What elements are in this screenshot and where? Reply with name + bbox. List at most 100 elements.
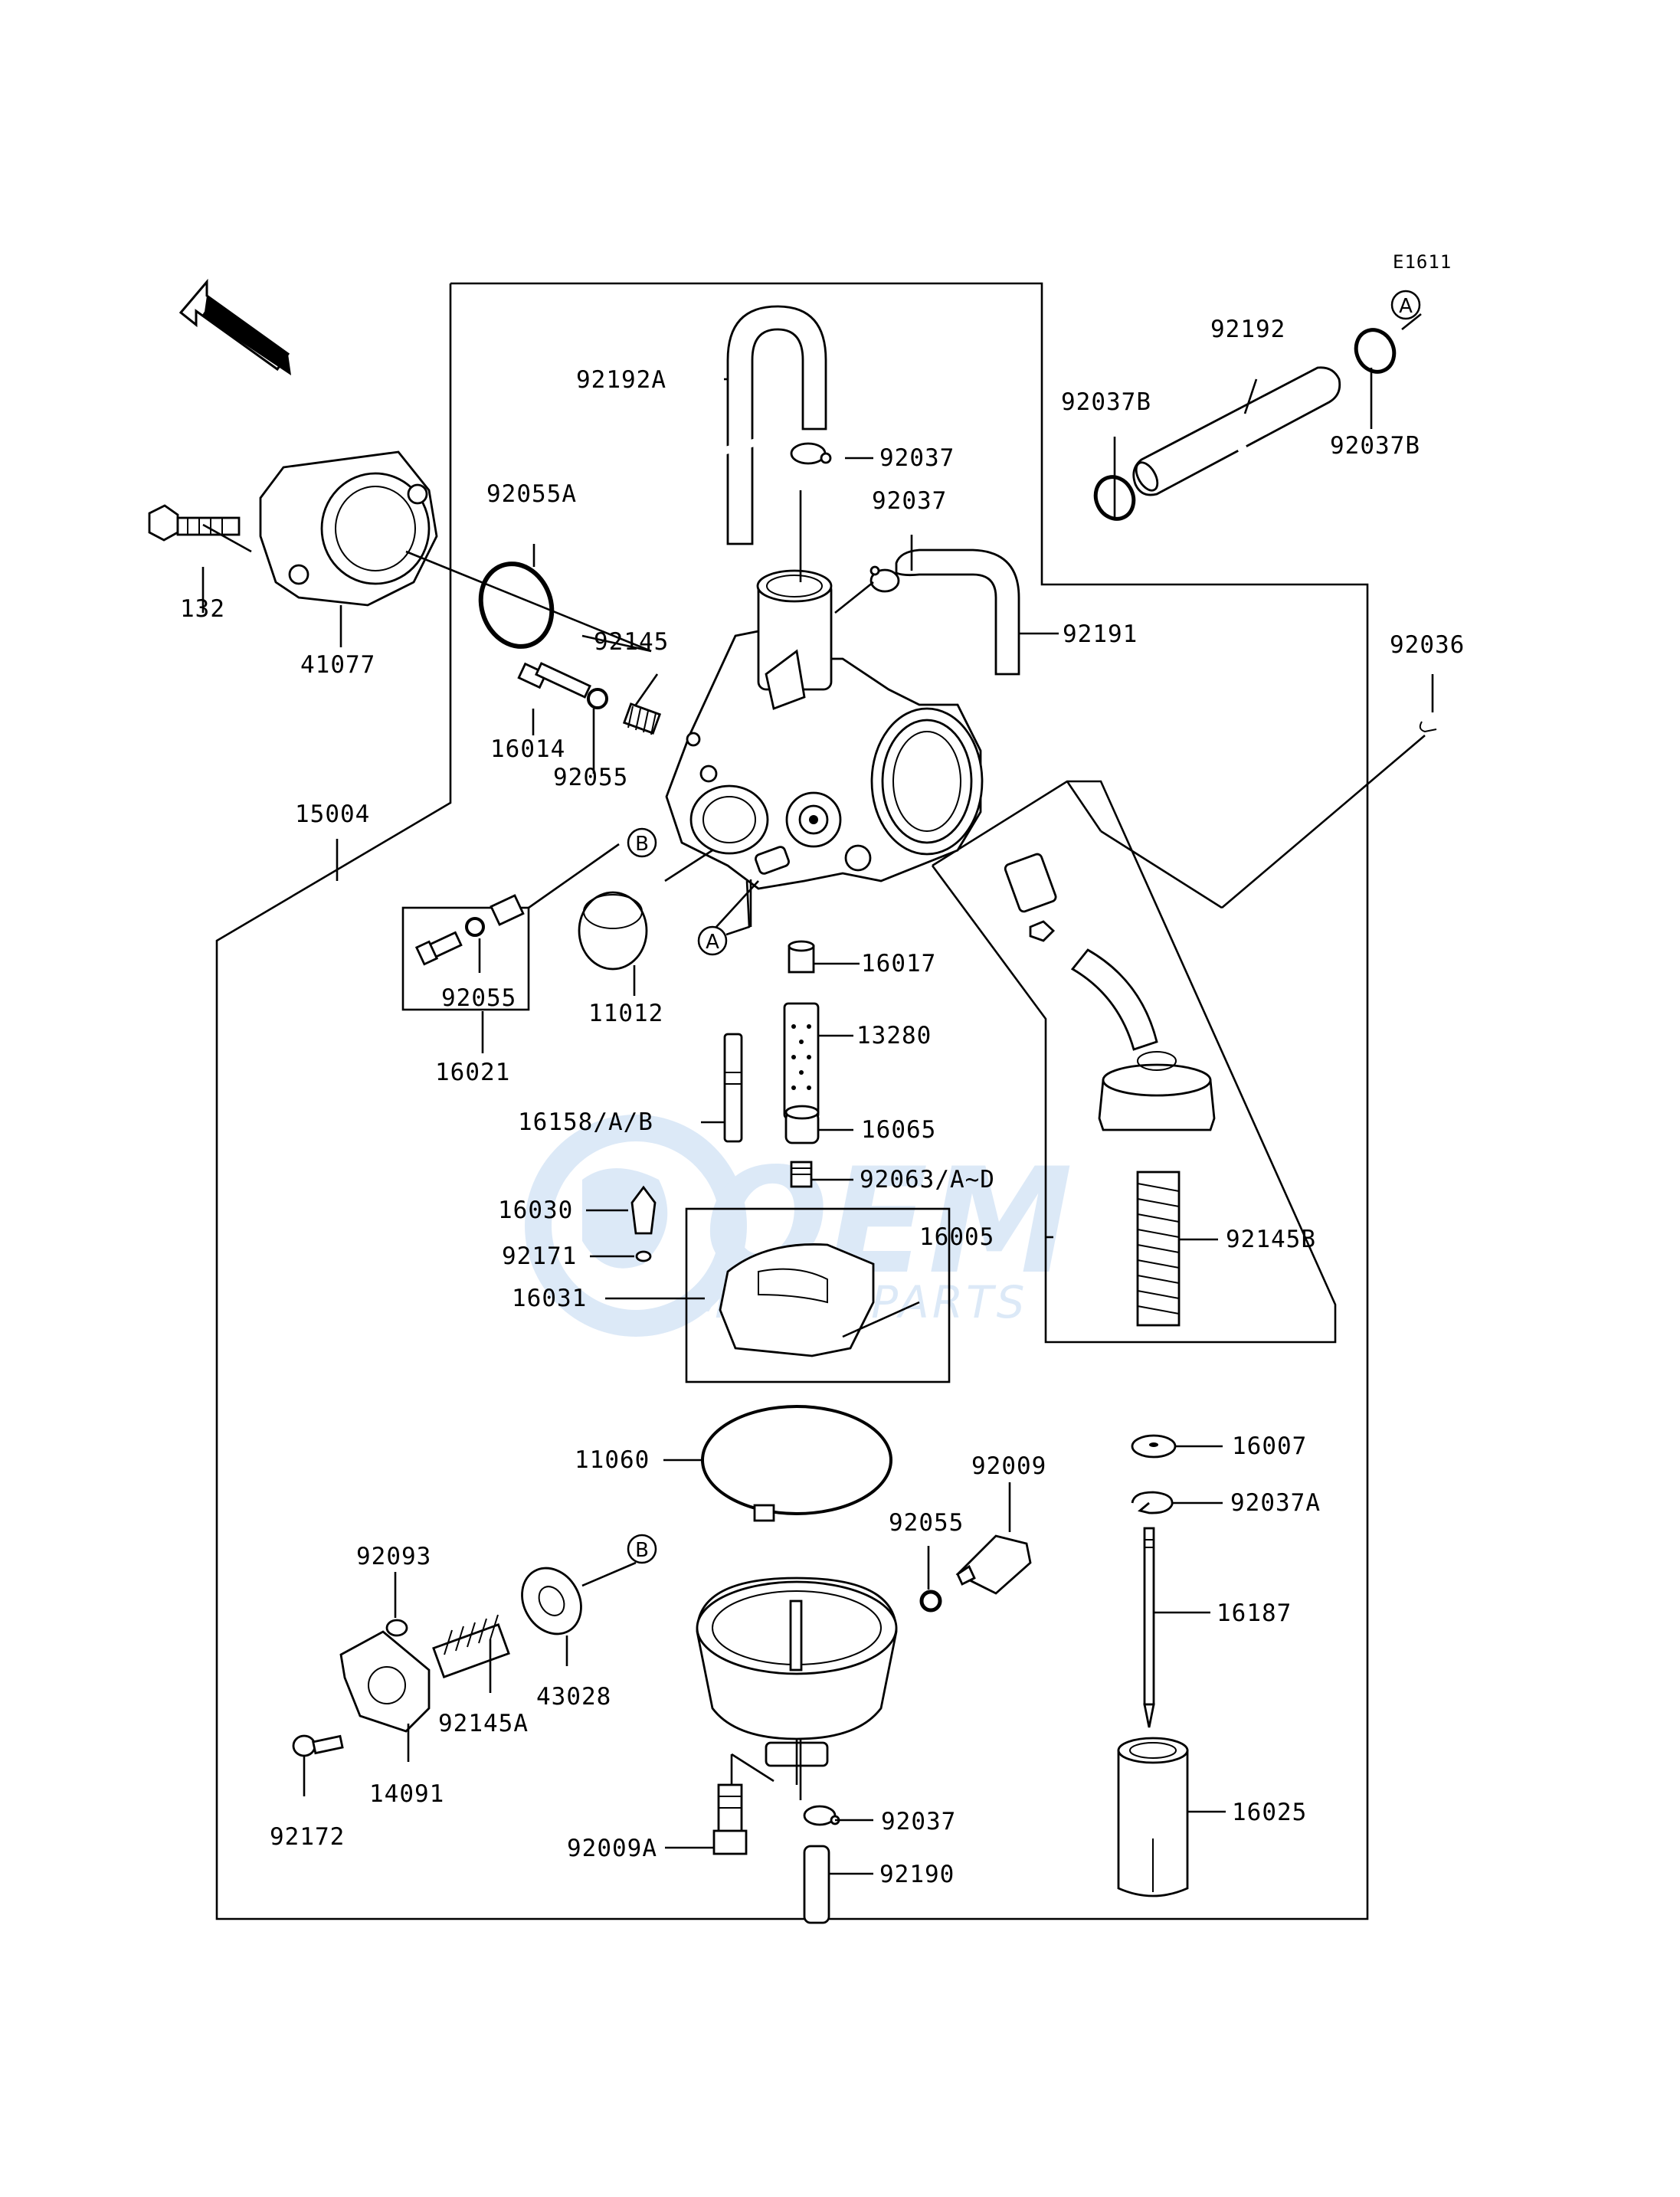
hose-92192A (719, 305, 827, 545)
watermark: OEM MOTORPARTS (525, 1115, 1073, 1337)
label-92037B-left: 92037B (1061, 388, 1151, 416)
label-16021: 16021 (435, 1059, 510, 1086)
label-92190: 92190 (879, 1861, 955, 1888)
label-92145A: 92145A (438, 1710, 529, 1737)
seat-16007 (1131, 1434, 1177, 1459)
air-screw-16021 (414, 894, 525, 966)
label-16158: 16158/A/B (518, 1108, 653, 1136)
label-92037-b: 92037 (872, 487, 947, 515)
pilot-screw-16014 (517, 662, 591, 699)
hose-92192 (1132, 366, 1341, 496)
label-11060: 11060 (575, 1446, 650, 1474)
clip-92037-mid (869, 565, 900, 593)
label-92037B-right: 92037B (1330, 432, 1420, 460)
ref-circle-A-top: A (1390, 290, 1421, 320)
clip-92036 (1419, 721, 1437, 733)
label-92192: 92192 (1210, 316, 1285, 343)
ref-B-label-top: B (635, 833, 649, 856)
subassembly-outline-16031 (685, 1207, 951, 1383)
ref-circle-B-bottom: B (627, 1534, 657, 1564)
plunger-cap-16005 (1004, 853, 1216, 1131)
label-11012: 11012 (588, 1000, 663, 1027)
throttle-valve-16025 (1117, 1737, 1189, 1897)
emulsion-tube-13280 (783, 1002, 820, 1120)
ref-B-label-bottom: B (635, 1539, 649, 1562)
hose-92191 (895, 548, 1020, 676)
front-arrow-icon: FRONT (178, 278, 291, 375)
gasket-11060 (701, 1405, 892, 1515)
hose-92190 (803, 1845, 830, 1924)
label-92191: 92191 (1063, 620, 1138, 648)
cover-14091 (339, 1630, 431, 1733)
needle-jet-16065 (784, 1105, 820, 1144)
ref-A-label-top: A (1399, 295, 1413, 318)
label-16025: 16025 (1232, 1799, 1307, 1826)
label-92037-c: 92037 (881, 1808, 956, 1835)
label-41077: 41077 (300, 651, 375, 679)
label-16007: 16007 (1232, 1432, 1307, 1460)
o-ring-92055A (478, 562, 555, 649)
screw-92172 (292, 1734, 344, 1757)
float-16031 (719, 1243, 920, 1357)
diaphragm-43028 (521, 1567, 582, 1635)
label-92172: 92172 (270, 1823, 345, 1851)
label-16031: 16031 (512, 1285, 587, 1312)
o-ring-92055 (587, 688, 608, 709)
pilot-jet-16158 (723, 1033, 743, 1143)
subassembly-outline-16021 (401, 906, 530, 1011)
label-43028: 43028 (536, 1683, 611, 1711)
clip-92037A (1131, 1491, 1174, 1514)
label-15004: 15004 (295, 801, 370, 828)
ref-circle-A-mid: A (697, 880, 751, 956)
subassembly-outline-16005 (931, 780, 1337, 1344)
label-92093: 92093 (356, 1543, 431, 1570)
front-label: FRONT (198, 300, 260, 352)
o-ring-92055-bottom (919, 1590, 942, 1613)
label-16187: 16187 (1217, 1599, 1292, 1627)
clip-92037B-left (1093, 475, 1136, 521)
main-jet-92063 (790, 1161, 813, 1188)
label-92192A: 92192A (576, 366, 666, 394)
label-16030: 16030 (498, 1197, 573, 1224)
label-92145B: 92145B (1226, 1226, 1316, 1253)
label-92145: 92145 (594, 628, 669, 656)
label-16014: 16014 (490, 735, 565, 763)
label-92009A: 92009A (567, 1835, 657, 1862)
screw-92009 (955, 1534, 1032, 1595)
label-92055A: 92055A (486, 480, 577, 508)
bolt-132 (148, 504, 241, 542)
label-92055-mid: 92055 (441, 984, 516, 1012)
label-132: 132 (180, 595, 225, 623)
clip-92037B-right (1354, 328, 1397, 374)
spring-92145A (432, 1614, 510, 1678)
diagram-code: E1611 (1393, 251, 1452, 273)
clip-92037-top (790, 442, 832, 465)
clip-92037-bottom (803, 1805, 840, 1826)
label-14091: 14091 (369, 1780, 444, 1808)
gasket-tab (753, 1504, 775, 1522)
label-16065: 16065 (861, 1116, 936, 1144)
part-labels: 132 41077 92055A 92145 16014 92055 15004… (180, 316, 1465, 1888)
label-16005: 16005 (919, 1223, 994, 1251)
label-92055-bottom: 92055 (889, 1509, 964, 1537)
clip-92171 (635, 1250, 652, 1262)
label-92171: 92171 (502, 1243, 577, 1270)
label-92063: 92063/A~D (860, 1166, 995, 1193)
cap-11012 (578, 891, 648, 971)
drain-screw-92009A (712, 1783, 748, 1855)
spring-92145B (1136, 1171, 1181, 1327)
label-92055-top: 92055 (553, 764, 628, 791)
label-13280: 13280 (856, 1022, 932, 1049)
carburetor-body-15004 (665, 569, 984, 890)
ref-A-label-mid: A (706, 931, 719, 954)
jet-needle-16187 (1143, 1527, 1155, 1728)
float-valve-16030 (630, 1185, 657, 1235)
label-92036: 92036 (1390, 631, 1465, 659)
washer-92093 (385, 1619, 408, 1637)
spring-92145 (622, 702, 662, 735)
holder-41077 (259, 450, 438, 607)
label-92037A: 92037A (1230, 1489, 1321, 1517)
label-16017: 16017 (861, 950, 936, 977)
label-92009: 92009 (971, 1452, 1046, 1480)
